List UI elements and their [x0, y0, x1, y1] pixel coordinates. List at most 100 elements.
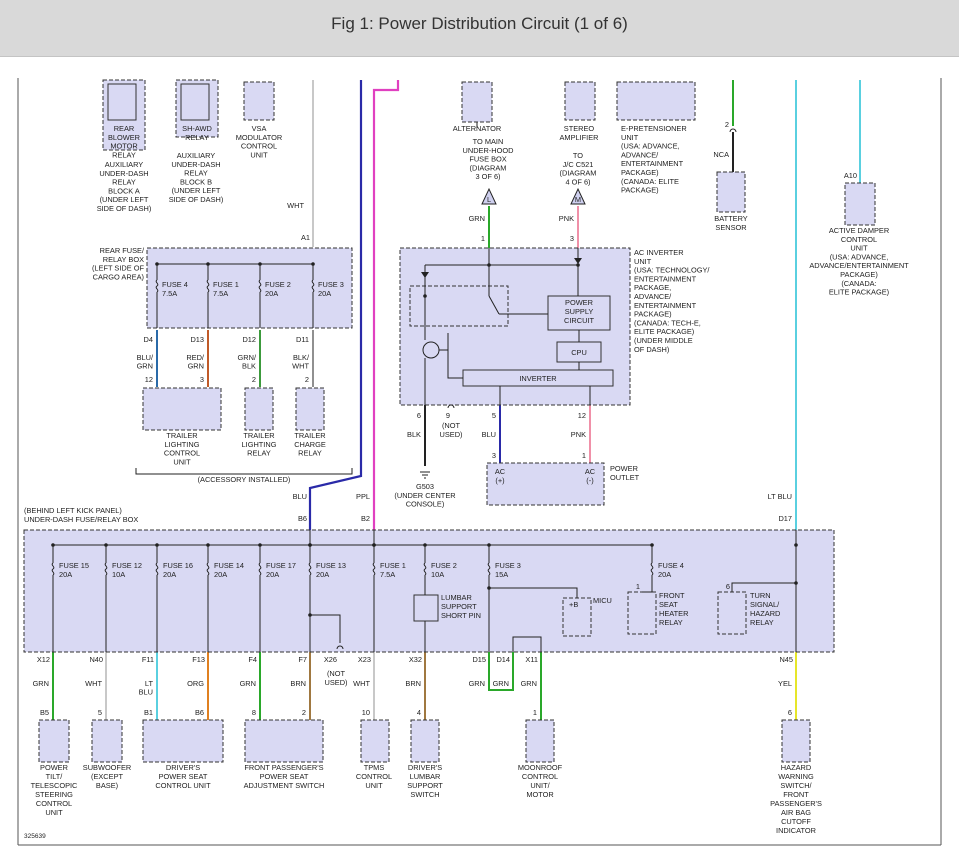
aux-block-a-label: RELAY [112, 178, 136, 187]
x26-not-used-label: USED) [325, 678, 348, 687]
diode-symbol [574, 258, 582, 264]
inverter-node [487, 263, 491, 267]
vsa-label: VSA [252, 124, 267, 133]
underdash-output-pin: X12 [37, 655, 50, 664]
rear-blower-relay-label: BLOWER [108, 133, 140, 142]
rear-wire-color: BLU/ [137, 353, 154, 362]
underdash-output-pin: X11 [525, 655, 538, 664]
fuse-symbol [155, 562, 159, 576]
bottom-wire-color: LT [145, 679, 154, 688]
lt-blu-label: LT BLU [768, 492, 792, 501]
rear-wire-color: BLK [242, 362, 256, 371]
x26-not-used-label: (NOT [327, 669, 346, 678]
b6-pin-label: B6 [298, 514, 307, 523]
hazard-switch-box [781, 719, 811, 763]
fuse-symbol [650, 562, 654, 576]
underdash-box-label: UNDER-DASH FUSE/RELAY BOX [24, 515, 138, 524]
active-damper-label: ACTIVE DAMPER [829, 226, 889, 235]
rear-wire-color: GRN/ [238, 353, 257, 362]
trailer-relay-label: LIGHTING [242, 440, 277, 449]
power-tilt-label: CONTROL [36, 799, 72, 808]
underdash-fuse-relay-box [23, 529, 835, 653]
e-pretensioner-label: (CANADA: ELITE [621, 177, 679, 186]
drivers-seat-label: DRIVER'S [166, 763, 200, 772]
bottom-wire-color: BRN [405, 679, 421, 688]
rear-fuse-pin: D12 [242, 335, 256, 344]
turn-signal-feed [731, 582, 796, 592]
g503-label: (UNDER CENTER [394, 491, 455, 500]
e-pretensioner-label: UNIT [621, 133, 639, 142]
subwoofer-box [91, 719, 123, 763]
bottom-wire-color: WHT [353, 679, 370, 688]
underdash-output-pin: X26 [324, 655, 337, 664]
e-pretensioner-label: E-PRETENSIONER [621, 124, 687, 133]
front-passenger-seat-switch-box [244, 719, 324, 763]
underdash-output-pin: F7 [298, 655, 307, 664]
power-outlet-box [486, 462, 605, 506]
bottom-wire-color: YEL [778, 679, 792, 688]
rear-wire-color: RED/ [186, 353, 205, 362]
moonroof-label: UNIT/ [530, 781, 550, 790]
aux-block-a-label: BLOCK A [108, 186, 140, 195]
underdash-fuse-amp: 10A [431, 570, 444, 579]
rear-conn-pin: 2 [252, 375, 256, 384]
front-seat-heater-label: SEAT [659, 600, 678, 609]
subwoofer-label: BASE) [96, 781, 118, 790]
hazard-switch-label: HAZARD [781, 763, 811, 772]
a10-pin-label: A10 [844, 171, 857, 180]
d14-jumper [512, 636, 542, 652]
ac-inverter-label: OF DASH) [634, 345, 669, 354]
underdash-output-pin: F13 [192, 655, 205, 664]
bottom-connector-pin: 2 [302, 708, 306, 717]
rear-wire-color: GRN [137, 362, 153, 371]
hazard-switch-label: PASSENGER'S [770, 799, 822, 808]
to-jc-c521-label: (DIAGRAM [560, 169, 597, 178]
underdash-fuse-amp: 20A [214, 570, 227, 579]
underdash-output-pin: F11 [142, 655, 154, 664]
underdash-output-pin: N40 [89, 655, 103, 664]
outlet-plus-label: AC [495, 467, 506, 476]
underdash-fuse-name: FUSE 16 [163, 561, 193, 570]
underdash-output-pin: F4 [248, 655, 257, 664]
trailer-control-label: LIGHTING [165, 440, 200, 449]
underdash-fuse-name: FUSE 4 [658, 561, 684, 570]
bottom-connector-pin: B5 [40, 708, 49, 717]
subwoofer-label: SUBWOOFER [83, 763, 131, 772]
relay-coil [180, 83, 210, 121]
tpms-box [360, 719, 390, 763]
rear-fuse-name: FUSE 3 [318, 280, 344, 289]
micu-feed [489, 587, 578, 598]
inverter-label: INVERTER [519, 374, 556, 383]
ac-inverter-label: (CANADA: TECH-E, [634, 318, 701, 327]
lt-blu-node [794, 581, 798, 585]
rear-box-label: (LEFT SIDE OF [92, 264, 145, 273]
trailer-control-label: TRAILER [166, 431, 197, 440]
underdash-fuse-amp: 20A [266, 570, 279, 579]
power-outlet-label: OUTLET [610, 473, 640, 482]
trailer-relay-label: TRAILER [243, 431, 274, 440]
turn-signal-label: HAZARD [750, 609, 780, 618]
underdash-fuse-name: FUSE 15 [59, 561, 89, 570]
micu-box [562, 597, 592, 637]
inverter-pin-3: 3 [570, 234, 574, 243]
aux-block-b-label: BLOCK B [180, 177, 212, 186]
x26-branch [310, 614, 341, 643]
turn-signal-pin: 6 [726, 582, 730, 591]
active-damper-label: ELITE PACKAGE) [829, 288, 889, 297]
power-supply-label: CIRCUIT [564, 316, 594, 325]
underdash-fuse-amp: 7.5A [380, 570, 395, 579]
underdash-output-pin: D14 [496, 655, 510, 664]
active-damper-box [844, 182, 876, 226]
power-tilt-label: TILT/ [46, 772, 64, 781]
inverter-relay-box [409, 285, 509, 327]
tpms-label: TPMS [364, 763, 385, 772]
title-bar: Fig 1: Power Distribution Circuit (1 of … [0, 0, 959, 57]
hazard-switch-label: SWITCH/ [780, 781, 812, 790]
micu-b-label: +B [569, 600, 578, 609]
front-seat-heater-relay-box [627, 591, 657, 635]
e-pretensioner-box [616, 81, 696, 121]
aux-block-b-label: UNDER-DASH [171, 160, 220, 169]
inverter-pin-5: 5 [492, 411, 496, 420]
front-seat-heater-label: HEATER [659, 609, 688, 618]
